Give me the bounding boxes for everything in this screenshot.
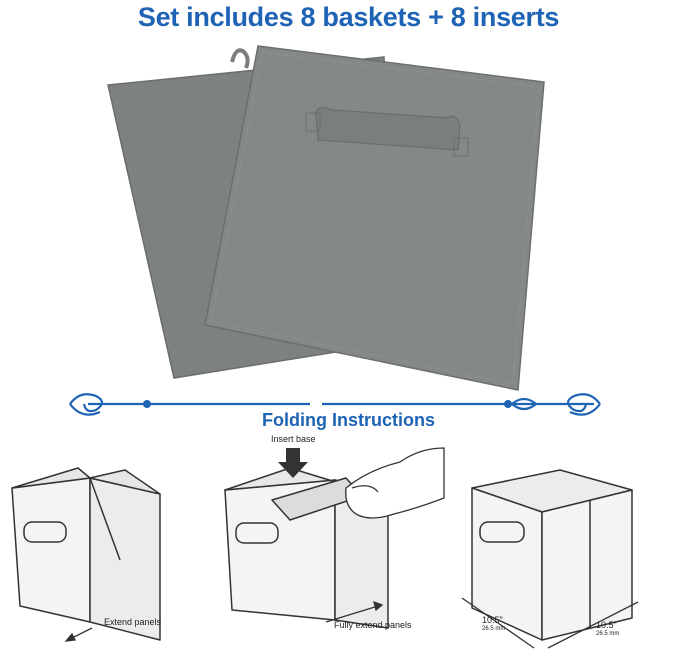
step-3-box <box>471 469 633 641</box>
step-3-handle <box>479 521 525 543</box>
dimension-left-label: 10.5" <box>482 615 503 625</box>
step-1-top-right <box>89 469 161 495</box>
step-1-top-flap <box>11 467 91 489</box>
step-1-fold-line <box>89 477 121 561</box>
step-2-extend-arrow <box>325 605 379 623</box>
dimension-arrow-left <box>461 597 535 649</box>
divider-flourish-icon <box>69 393 601 416</box>
step-1-box <box>11 467 161 641</box>
hand-illustration <box>345 447 445 519</box>
handle-rivet-left <box>305 112 321 132</box>
step-3-right-face <box>541 489 633 641</box>
step-2-handle <box>235 522 279 544</box>
back-insert-tab <box>230 48 250 69</box>
section-title: Folding Instructions <box>262 410 435 430</box>
divider-dot-right <box>504 400 512 408</box>
divider-scroll-right <box>566 393 601 413</box>
front-insert-stitching <box>210 51 540 385</box>
step-2-arrowhead <box>373 600 384 612</box>
divider-dot-left <box>143 400 151 408</box>
step-1-handle <box>23 521 67 543</box>
step-1-left-face <box>11 477 91 623</box>
dimension-left-metric-label: 26.5 mm <box>482 626 506 632</box>
fully-extend-panels-label: Fully extend panels <box>334 620 412 630</box>
extend-panels-label: Extend panels <box>104 617 162 627</box>
inserts-illustration <box>107 45 545 391</box>
insert-base-label: Insert base <box>271 434 316 444</box>
step-1-right-face <box>89 477 161 641</box>
insert-base-arrow-icon <box>278 448 308 478</box>
handle-rivet-right <box>453 137 469 157</box>
divider-leaf-right <box>511 397 538 411</box>
front-insert <box>204 45 545 391</box>
divider-scroll-left <box>69 393 104 413</box>
dimension-arrow-right <box>547 601 639 649</box>
dimension-right-metric-label: 26.5 mm <box>596 631 620 637</box>
step-1-arrowhead <box>64 632 76 642</box>
headline: Set includes 8 baskets + 8 inserts <box>137 2 560 32</box>
insert-handle <box>315 107 461 151</box>
divider-curl-right <box>569 403 601 416</box>
dimension-right-label: 10.5" <box>596 620 617 630</box>
divider-curl-left <box>69 403 101 416</box>
